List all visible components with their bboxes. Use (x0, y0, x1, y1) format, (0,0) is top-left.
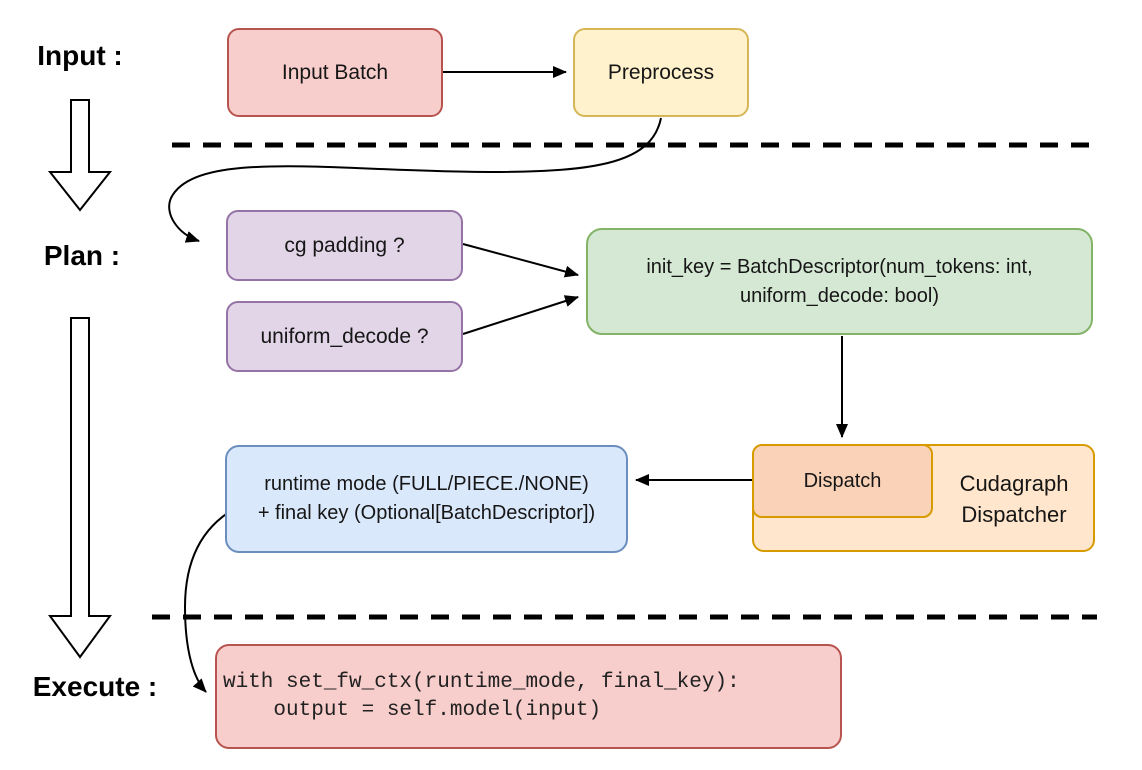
cudagraph-dispatcher-label: Cudagraph Dispatcher (959, 471, 1069, 527)
arrow-runtime-mode-to-execute-code (183, 508, 235, 693)
node-dispatch: Dispatch (752, 444, 933, 518)
node-input-batch: Input Batch (227, 28, 443, 117)
arrow-preprocess-to-cg-padding (168, 117, 662, 243)
stage-label-input: Input : (37, 40, 123, 71)
node-execute-code: with set_fw_ctx(runtime_mode, final_key)… (215, 644, 842, 749)
arrow-uniform-decode-to-init-key (462, 295, 579, 335)
node-uniform-decode: uniform_decode ? (226, 301, 463, 372)
stage-label-execute: Execute : (32, 671, 158, 702)
node-runtime-mode: runtime mode (FULL/PIECE./NONE) + final … (225, 445, 628, 553)
node-init-key: init_key = BatchDescriptor(num_tokens: i… (586, 228, 1093, 335)
stage-label-plan: Plan : (43, 240, 121, 271)
hollow-arrow-plan-to-execute (48, 317, 112, 659)
node-preprocess: Preprocess (573, 28, 749, 117)
node-cg-padding: cg padding ? (226, 210, 463, 281)
arrow-cg-padding-to-init-key (462, 243, 579, 278)
hollow-arrow-input-to-plan (47, 99, 113, 212)
